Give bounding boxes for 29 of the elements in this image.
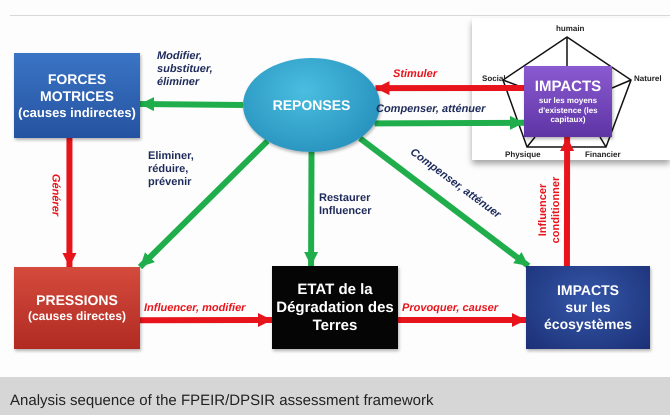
capital-label: Naturel xyxy=(634,74,662,83)
arrow xyxy=(138,138,270,270)
arrow xyxy=(560,137,574,266)
capital-label: Social xyxy=(482,74,506,83)
impact-box: IMPACTS sur les moyens d'existence (les capitaux) xyxy=(524,66,612,137)
arrow xyxy=(62,138,76,267)
edge-label: Modifier, substituer, éliminer xyxy=(157,50,214,90)
caption: Analysis sequence of the FPEIR/DPSIR assessment framework xyxy=(0,377,670,415)
arrow xyxy=(374,116,524,130)
edge-label: Générer xyxy=(48,174,62,216)
edge-label: Provoquer, causer xyxy=(402,302,498,316)
edge-label: Stimuler xyxy=(393,68,438,82)
impact-box: IMPACTS sur les écosystèmes xyxy=(526,266,650,349)
arrow xyxy=(140,312,272,327)
edge-label: Restaurer Influencer xyxy=(319,192,373,218)
capital-label: Financier xyxy=(585,150,621,159)
arrow xyxy=(375,81,524,96)
edge-label: Influencer, modifier xyxy=(144,302,246,316)
capital-label: Physique xyxy=(505,150,541,159)
driver-box: FORCES MOTRICES (causes indirectes) xyxy=(14,53,140,138)
capital-label: humain xyxy=(556,24,584,33)
pressure-box: PRESSIONS (causes directes) xyxy=(14,267,140,349)
edge-label: Influencer conditionner xyxy=(536,176,563,245)
arrow xyxy=(140,97,244,112)
arrow xyxy=(358,136,530,268)
arrow xyxy=(398,312,526,327)
state-box: ETAT de la Dégradation des Terres xyxy=(272,266,398,349)
edge-label: Eliminer, réduire, prévenir xyxy=(148,150,195,190)
arrow xyxy=(304,152,318,266)
